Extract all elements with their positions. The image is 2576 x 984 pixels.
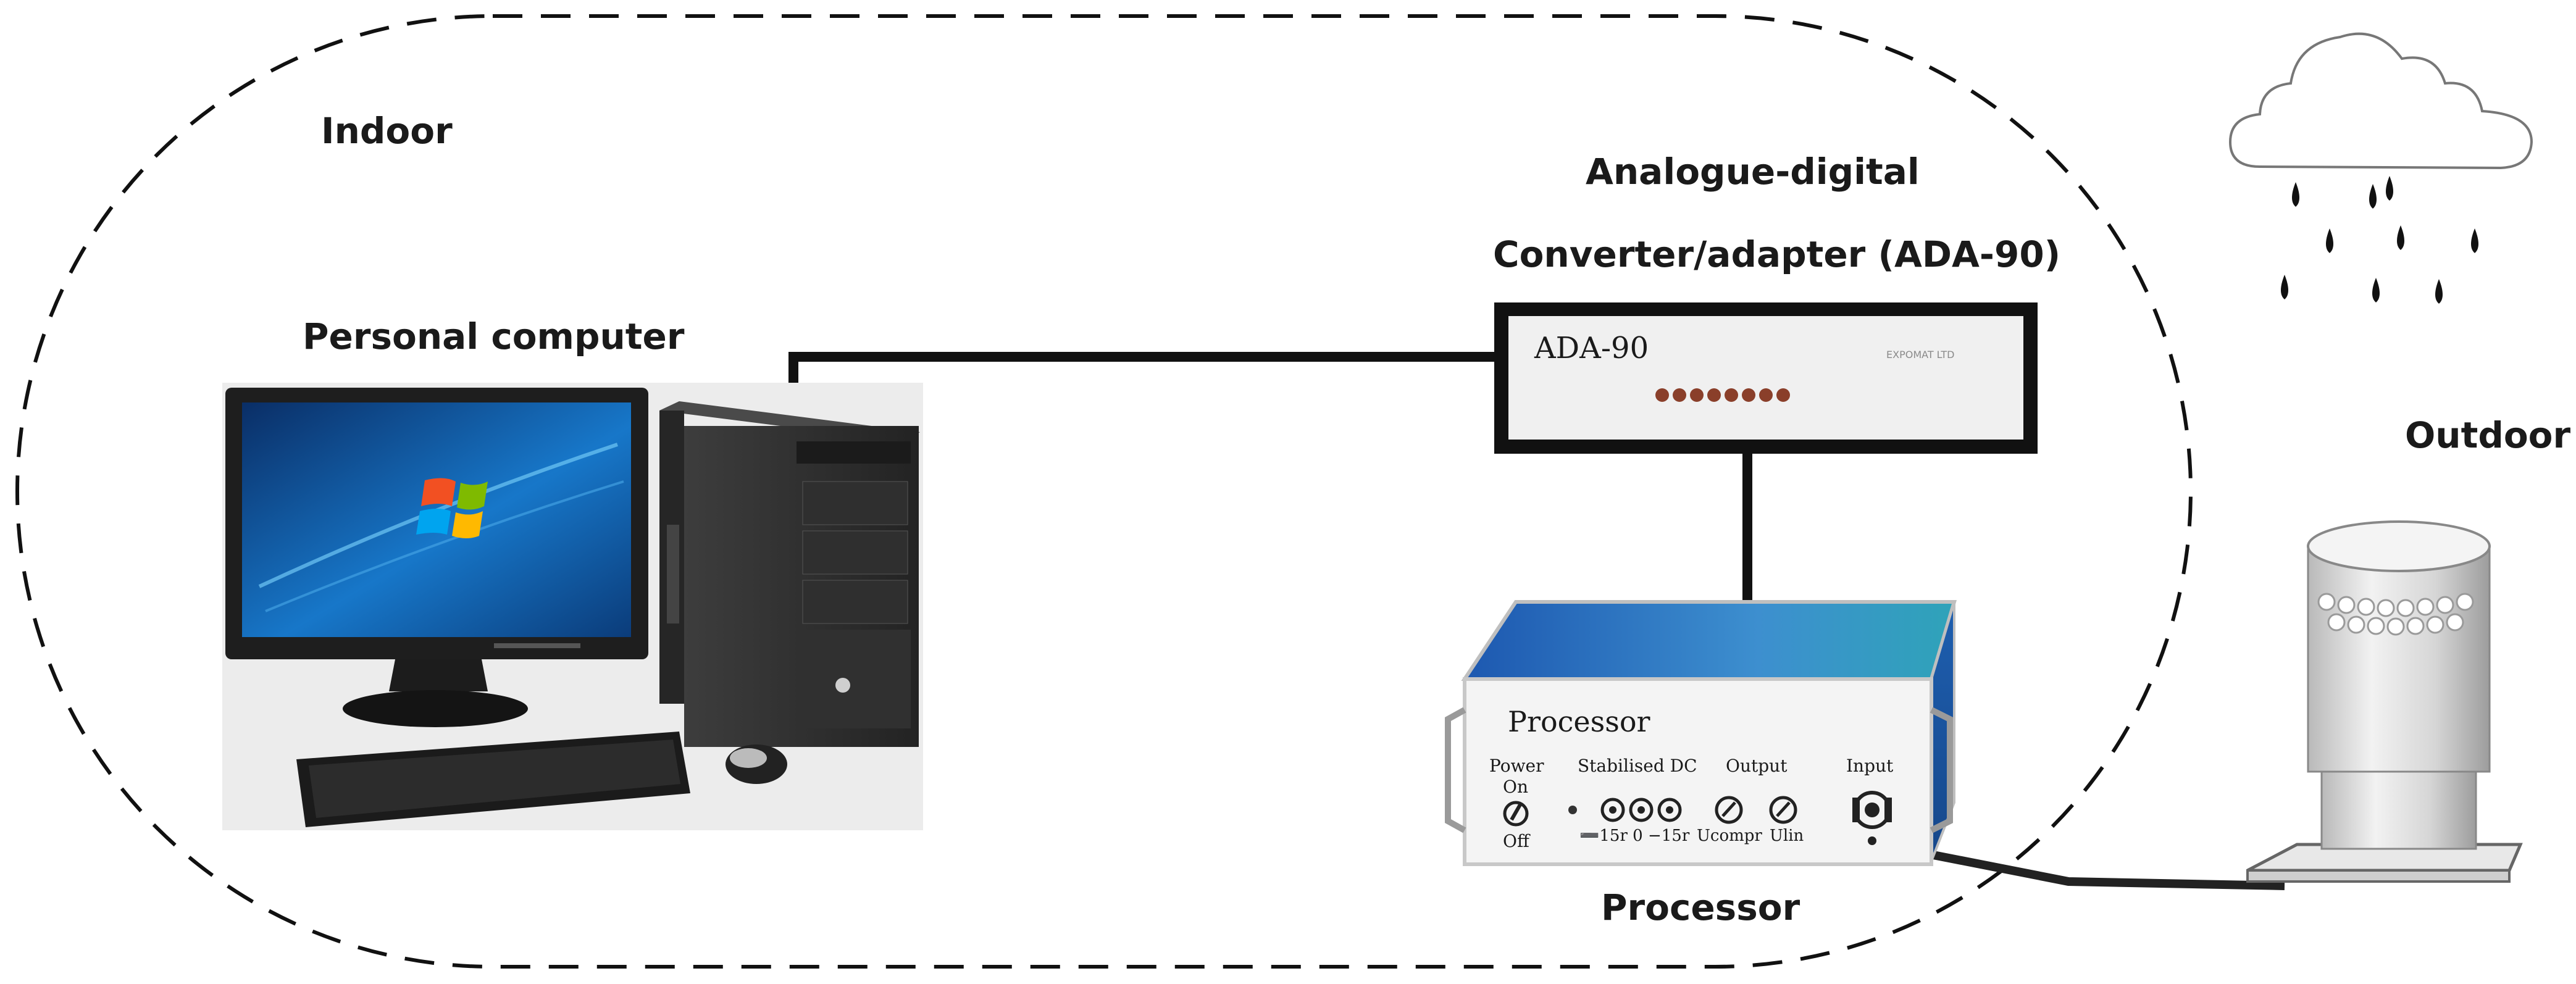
- ada-front-label: ADA-90: [1534, 331, 1649, 365]
- indoor-boundary: [15, 14, 2193, 969]
- pc-label: Personal computer: [303, 315, 685, 357]
- power-off-label: Off: [1503, 831, 1531, 851]
- stabilised-dc-label: Stabilised DC: [1578, 756, 1697, 776]
- rain-cloud-icon: [2228, 32, 2533, 170]
- output-ulin-label: Ulin: [1770, 827, 1804, 845]
- ada-indicator-leds: [1655, 388, 1790, 402]
- power-toggle-switch: [1503, 801, 1529, 827]
- output-connector-ucompr: [1715, 796, 1743, 824]
- indoor-label: Indoor: [321, 110, 453, 152]
- power-label: Power: [1489, 756, 1544, 776]
- pc-tower: [659, 401, 920, 747]
- output-ucompr-label: Ucompr: [1697, 827, 1762, 845]
- sensor-vent-holes: [2317, 593, 2474, 636]
- input-label: Input: [1846, 756, 1894, 776]
- input-connector: [1852, 791, 1892, 845]
- processor-front-title: Processor: [1508, 705, 1650, 738]
- ada-90-converter: ADA-90 EXPOMAT LTD: [1494, 302, 2038, 454]
- outdoor-sensor: [2246, 520, 2523, 883]
- processor-unit: Processor Power On Off Stabilised DC ➖15…: [1445, 600, 1957, 866]
- adc-label-line2: Converter/adapter (ADA-90): [1493, 233, 2060, 275]
- processor-caption: Processor: [1601, 886, 1800, 928]
- monitor: [225, 388, 648, 727]
- adc-label-line1: Analogue-digital: [1586, 151, 1920, 193]
- ada-brand-mark: EXPOMAT LTD: [1886, 349, 1954, 361]
- power-on-label: On: [1503, 777, 1528, 797]
- output-connector-ulin: [1769, 796, 1797, 824]
- personal-computer: [222, 383, 923, 830]
- output-label: Output: [1726, 756, 1788, 776]
- dc-terminals: [1600, 798, 1682, 822]
- windows-logo-icon: [416, 478, 488, 538]
- keyboard: [296, 732, 690, 827]
- raindrops-icon: [2281, 176, 2478, 304]
- mouse: [726, 744, 787, 784]
- indicator-lamp-icon: [1568, 806, 1577, 814]
- dc-scale-label: ➖15r 0 −15r: [1579, 827, 1690, 845]
- outdoor-label: Outdoor: [2405, 414, 2571, 456]
- power-button-icon: [835, 678, 850, 693]
